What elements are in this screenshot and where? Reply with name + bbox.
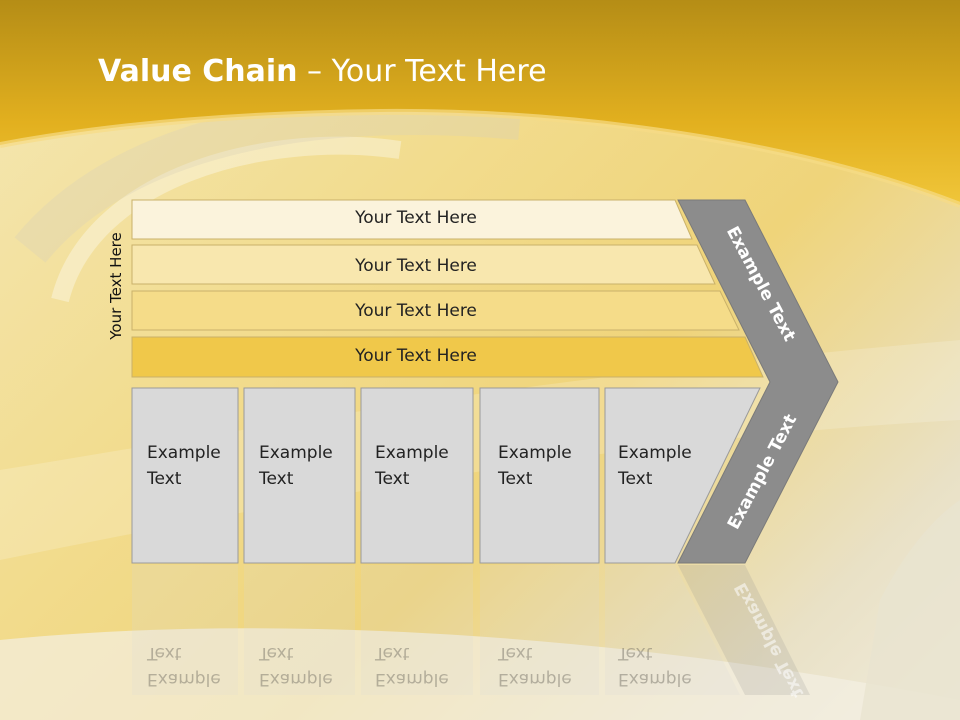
box-label-3-reflection-line2: Text (375, 643, 410, 663)
box-label-2-reflection-line1: Example (259, 669, 333, 689)
band-1 (131, 199, 693, 240)
box-label-1-reflection-line2: Text (147, 643, 182, 663)
band-4 (131, 336, 764, 378)
box-4 (479, 387, 600, 564)
box-label-5-line2: Text (618, 469, 653, 489)
band-3 (131, 290, 740, 331)
box-1-reflection (132, 565, 238, 695)
box-5 (604, 387, 761, 564)
title-rest: – Your Text Here (297, 54, 547, 89)
box-label-4-reflection: Example Text (498, 640, 572, 692)
box-label-2-line2: Text (259, 469, 294, 489)
band-label-2: Your Text Here (355, 256, 477, 276)
page-title: Value Chain – Your Text Here (98, 54, 547, 89)
box-label-2-reflection: Example Text (259, 640, 333, 692)
box-4-reflection (480, 565, 599, 695)
box-label-3-reflection: Example Text (375, 640, 449, 692)
box-label-2-reflection-line2: Text (259, 643, 294, 663)
reflection-group (132, 565, 810, 695)
box-label-1-reflection: Example Text (147, 640, 221, 692)
box-label-3-line2: Text (375, 469, 410, 489)
box-label-4-reflection-line1: Example (498, 669, 572, 689)
box-label-5-reflection-line1: Example (618, 669, 692, 689)
box-3-reflection (361, 565, 473, 695)
title-bold: Value Chain (98, 54, 298, 89)
box-5-reflection (605, 565, 740, 695)
box-label-4-reflection-line2: Text (498, 643, 533, 663)
box-2 (243, 387, 356, 564)
box-3 (360, 387, 474, 564)
box-1 (131, 387, 239, 564)
box-label-3-reflection-line1: Example (375, 669, 449, 689)
box-label-1-line2: Text (147, 469, 182, 489)
box-label-3-line1: Example (375, 443, 449, 463)
box-label-1-reflection-line1: Example (147, 669, 221, 689)
band-label-4: Your Text Here (355, 346, 477, 366)
box-label-5-reflection: Example Text (618, 640, 692, 692)
box-label-1-line1: Example (147, 443, 221, 463)
box-label-5-reflection-line2: Text (618, 643, 653, 663)
band-label-3: Your Text Here (355, 301, 477, 321)
box-label-4-line1: Example (498, 443, 572, 463)
box-label-2-line1: Example (259, 443, 333, 463)
chevron-reflection (678, 565, 810, 695)
band-label-1: Your Text Here (355, 208, 477, 228)
box-label-4-line2: Text (498, 469, 533, 489)
box-2-reflection (244, 565, 355, 695)
band-2 (131, 244, 716, 285)
chevron-arrow (677, 199, 839, 564)
box-label-5-line1: Example (618, 443, 692, 463)
